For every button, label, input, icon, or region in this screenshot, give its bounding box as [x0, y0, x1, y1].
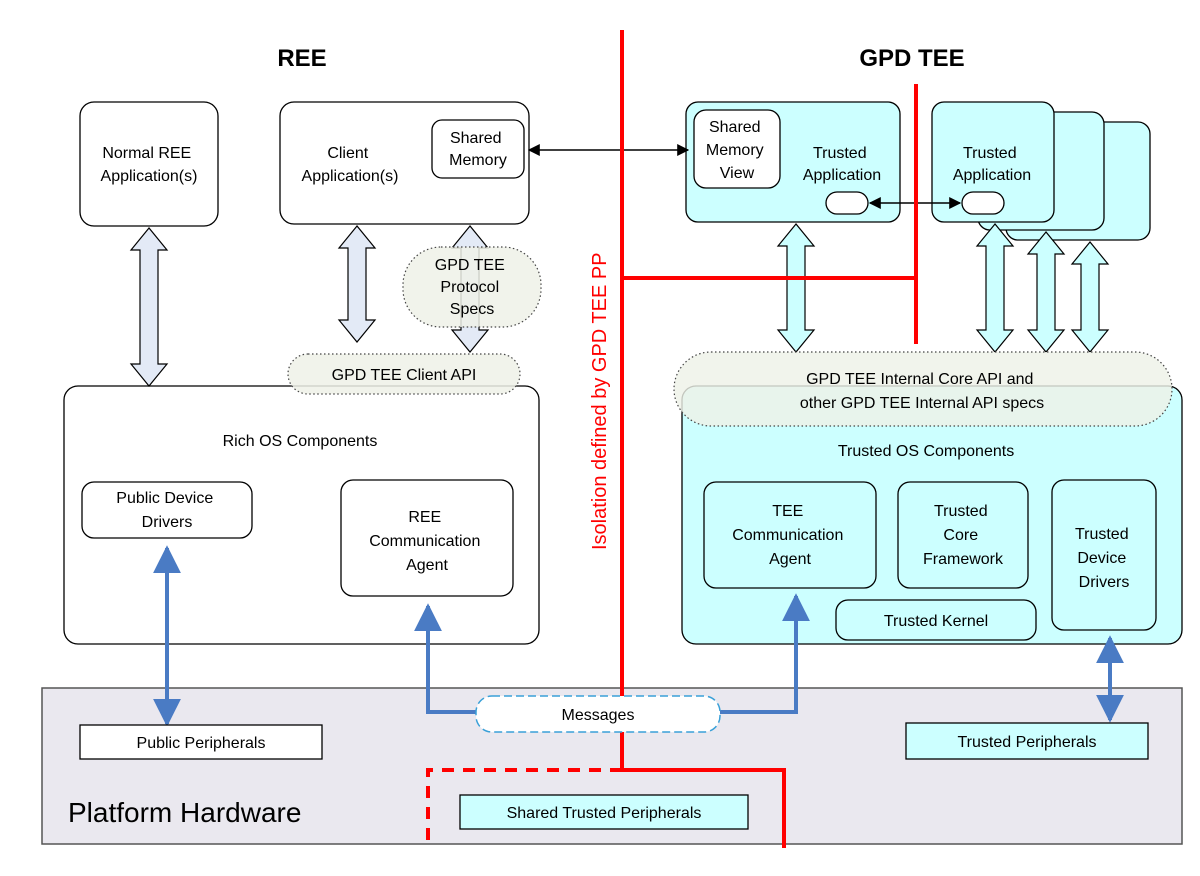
trusted-app-4-block-arrow — [1070, 241, 1110, 353]
device-drivers-label: Trusted Device Drivers — [1075, 526, 1133, 591]
public-drivers-label: Public Device Drivers — [116, 490, 217, 531]
isolation-lines — [426, 30, 918, 848]
trusted-peripherals-box — [905, 722, 1149, 760]
device-drivers-box — [1051, 479, 1157, 631]
internal-api-cloud — [673, 351, 1173, 427]
rich-os-label: Rich OS Components — [223, 433, 378, 450]
trusted-kernel-label: Trusted Kernel — [884, 613, 988, 630]
isolation-bottom-right — [622, 768, 786, 848]
messages-label: Messages — [562, 707, 635, 724]
hardware-arrows — [153, 545, 1124, 727]
shared-memory-label: Shared Memory — [449, 130, 507, 169]
core-framework-label: Trusted Core Framework — [923, 503, 1004, 568]
trusted-peripherals-label: Trusted Peripherals — [957, 734, 1096, 751]
ree-heading: REE — [277, 45, 326, 72]
shared-memory-view-box — [693, 109, 781, 189]
trusted-app-2-block-arrow — [975, 223, 1015, 353]
protocol-specs-cloud — [402, 246, 542, 328]
client-app-label: Client Application(s) — [302, 145, 399, 185]
client-api-label: GPD TEE Client API — [332, 367, 477, 384]
trusted-app-1-block-arrow — [776, 223, 816, 353]
client-app-block-arrow — [337, 225, 377, 343]
shared-memory-box — [431, 119, 525, 179]
core-framework-box — [897, 481, 1029, 589]
public-peripherals-box — [79, 724, 323, 760]
normal-ree-app-box — [79, 101, 219, 227]
isolation-label: Isolation defined by GPD TEE PP — [589, 252, 611, 550]
trusted-kernel-box — [835, 599, 1037, 641]
normal-ree-app-label: Normal REE Application(s) — [101, 145, 198, 185]
client-api-cloud — [287, 353, 521, 395]
shared-trusted-peripherals-box — [459, 794, 749, 830]
ree-comm-agent-label: REE Communication Agent — [369, 509, 485, 574]
shared-trusted-peripherals-label: Shared Trusted Peripherals — [507, 805, 702, 822]
public-drivers-box — [81, 481, 253, 539]
trusted-app-3-block-arrow — [1026, 231, 1066, 353]
normal-app-block-arrow — [129, 227, 169, 387]
trusted-app-2-label: Trusted Application — [953, 145, 1031, 184]
ree-agent-message-arrow — [414, 603, 482, 714]
tee-heading: GPD TEE — [859, 45, 964, 72]
platform-hardware-label: Platform Hardware — [68, 797, 301, 828]
trusted-app-2-box — [931, 101, 1055, 223]
shared-memory-view-label: Shared Memory View — [706, 119, 768, 182]
trusted-os-label: Trusted OS Components — [838, 443, 1014, 460]
trusted-app-1-port — [825, 191, 869, 215]
tee-comm-agent-box — [703, 481, 877, 589]
tee-agent-message-arrow — [716, 593, 810, 714]
internal-api-label: GPD TEE Internal Core API and other GPD … — [800, 371, 1044, 412]
ree-comm-agent-box — [340, 479, 514, 597]
isolation-bottom-dashed — [426, 768, 622, 848]
tee-block-arrows — [776, 223, 1110, 353]
public-peripherals-label: Public Peripherals — [137, 735, 266, 752]
tee-comm-agent-label: TEE Communication Agent — [732, 503, 848, 568]
messages-box — [475, 695, 721, 733]
trusted-app-2-port — [961, 191, 1005, 215]
protocol-specs-label: GPD TEE Protocol Specs — [435, 257, 509, 318]
trusted-app-1-label: Trusted Application — [803, 145, 881, 184]
